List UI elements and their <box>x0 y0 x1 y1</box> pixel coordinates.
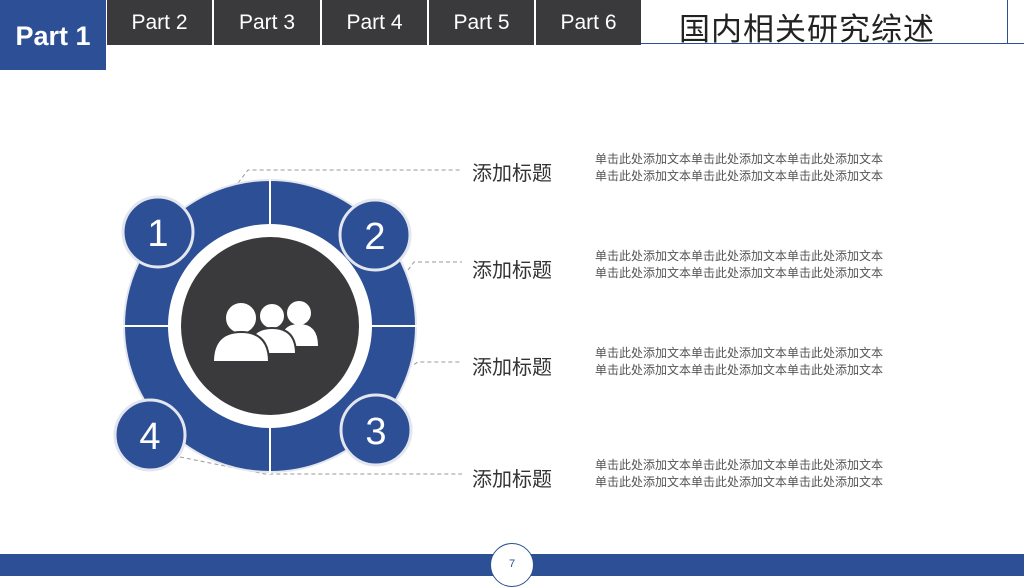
item-2-text: 单击此处添加文本单击此处添加文本单击此处添加文本单击此处添加文本单击此处添加文本… <box>595 249 884 280</box>
item-1-heading: 添加标题 <box>472 161 552 185</box>
badge-3: 3 <box>339 393 413 467</box>
tab-part-2[interactable]: Part 2 <box>107 0 212 45</box>
connector-line-3 <box>407 361 462 369</box>
tab-part-6[interactable]: Part 6 <box>536 0 641 45</box>
badge-number-4: 4 <box>139 416 160 458</box>
title-box <box>641 0 1008 44</box>
tab-part-4[interactable]: Part 4 <box>322 0 427 45</box>
title-underline <box>1008 43 1024 44</box>
tab-part-5[interactable]: Part 5 <box>429 0 534 45</box>
connector-line-1 <box>237 169 462 184</box>
badge-1: 1 <box>121 195 195 269</box>
item-2-heading: 添加标题 <box>472 258 552 282</box>
connector-line-4 <box>179 456 462 475</box>
tab-part-1[interactable]: Part 1 <box>0 0 106 70</box>
tab-part-3[interactable]: Part 3 <box>214 0 320 45</box>
badge-2: 2 <box>338 198 412 272</box>
connector-line-2 <box>407 261 462 271</box>
page-number: 7 <box>508 558 516 570</box>
item-4-heading: 添加标题 <box>472 467 552 491</box>
people-group-icon <box>211 301 318 363</box>
badge-number-3: 3 <box>365 411 386 453</box>
badge-number-1: 1 <box>147 213 168 255</box>
item-3-text: 单击此处添加文本单击此处添加文本单击此处添加文本单击此处添加文本单击此处添加文本… <box>595 346 884 377</box>
item-3-heading: 添加标题 <box>472 355 552 379</box>
item-1-text: 单击此处添加文本单击此处添加文本单击此处添加文本单击此处添加文本单击此处添加文本… <box>595 152 884 183</box>
badge-4: 4 <box>113 398 187 472</box>
page-title: 国内相关研究综述 <box>679 12 935 48</box>
item-4-text: 单击此处添加文本单击此处添加文本单击此处添加文本单击此处添加文本单击此处添加文本… <box>595 458 884 489</box>
badge-number-2: 2 <box>364 216 385 258</box>
top-navigation: Part 1 Part 2 Part 3 Part 4 Part 5 Part … <box>0 0 1024 70</box>
